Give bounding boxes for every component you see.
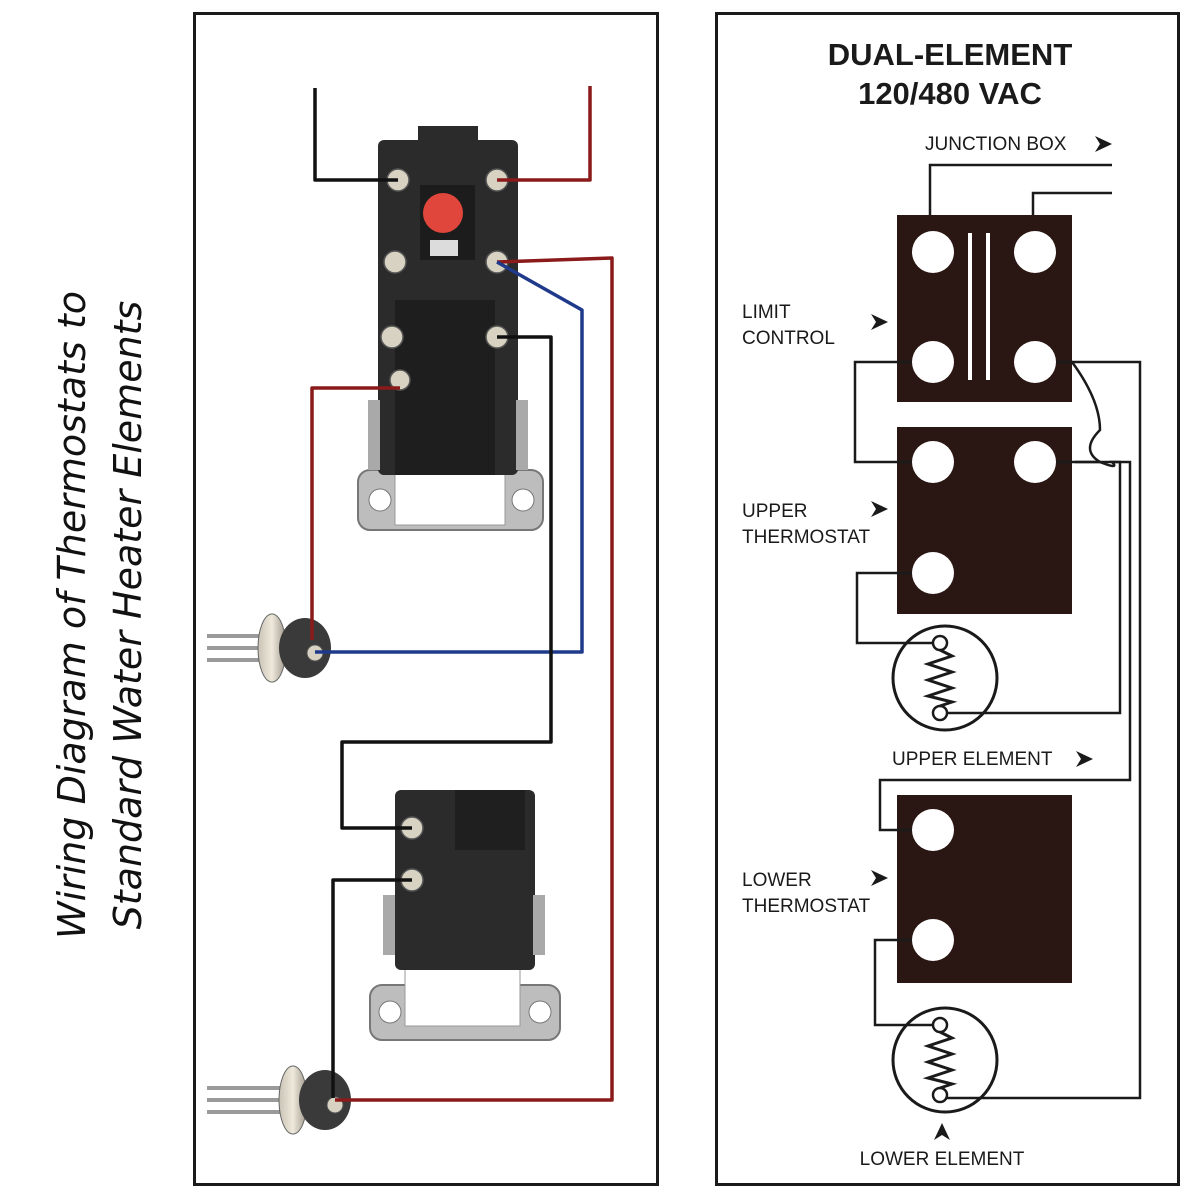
heading-line-2: 120/480 VAC <box>858 76 1042 111</box>
reset-button-icon <box>423 193 463 233</box>
limit-control-label-1: LIMIT <box>742 302 791 323</box>
lower-element-arrow-icon <box>934 1123 950 1140</box>
heading-line-1: DUAL-ELEMENT <box>828 37 1073 72</box>
wire-blue <box>315 260 584 654</box>
upper-thermostat-label-1: UPPER <box>742 501 807 522</box>
photo-wires <box>310 86 614 1102</box>
limit-control-arrow-icon <box>871 314 888 330</box>
wire-red-supply <box>497 86 592 182</box>
junction-box-arrow-icon <box>1095 136 1112 152</box>
upper-thermostat-arrow-icon <box>871 501 888 517</box>
terminal-circles <box>912 231 1056 961</box>
schematic-wires <box>853 163 1142 1100</box>
wire-red-upper-element <box>310 386 400 640</box>
lower-element-photo <box>207 1065 351 1135</box>
upper-element-arrow-icon <box>1076 751 1093 767</box>
lower-thermostat-label-2: THERMOSTAT <box>742 896 870 917</box>
junction-box-label: JUNCTION BOX <box>925 134 1067 155</box>
wire-black-to-lower-tstat <box>340 335 553 830</box>
wire-red-long <box>335 256 614 1102</box>
wire-black-supply <box>313 88 398 182</box>
wire-black-lower-element <box>331 878 412 1098</box>
lower-thermostat-label-1: LOWER <box>742 870 812 891</box>
upper-thermostat-photo <box>357 126 544 531</box>
limit-control-label-2: CONTROL <box>742 328 835 349</box>
upper-element-icon <box>891 624 999 732</box>
lower-element-icon <box>891 1006 999 1114</box>
lower-element-label: LOWER ELEMENT <box>860 1149 1025 1170</box>
lower-thermostat-arrow-icon <box>871 870 888 886</box>
upper-thermostat-label-2: THERMOSTAT <box>742 527 870 548</box>
upper-element-label: UPPER ELEMENT <box>892 749 1053 770</box>
upper-element-photo <box>207 613 331 683</box>
